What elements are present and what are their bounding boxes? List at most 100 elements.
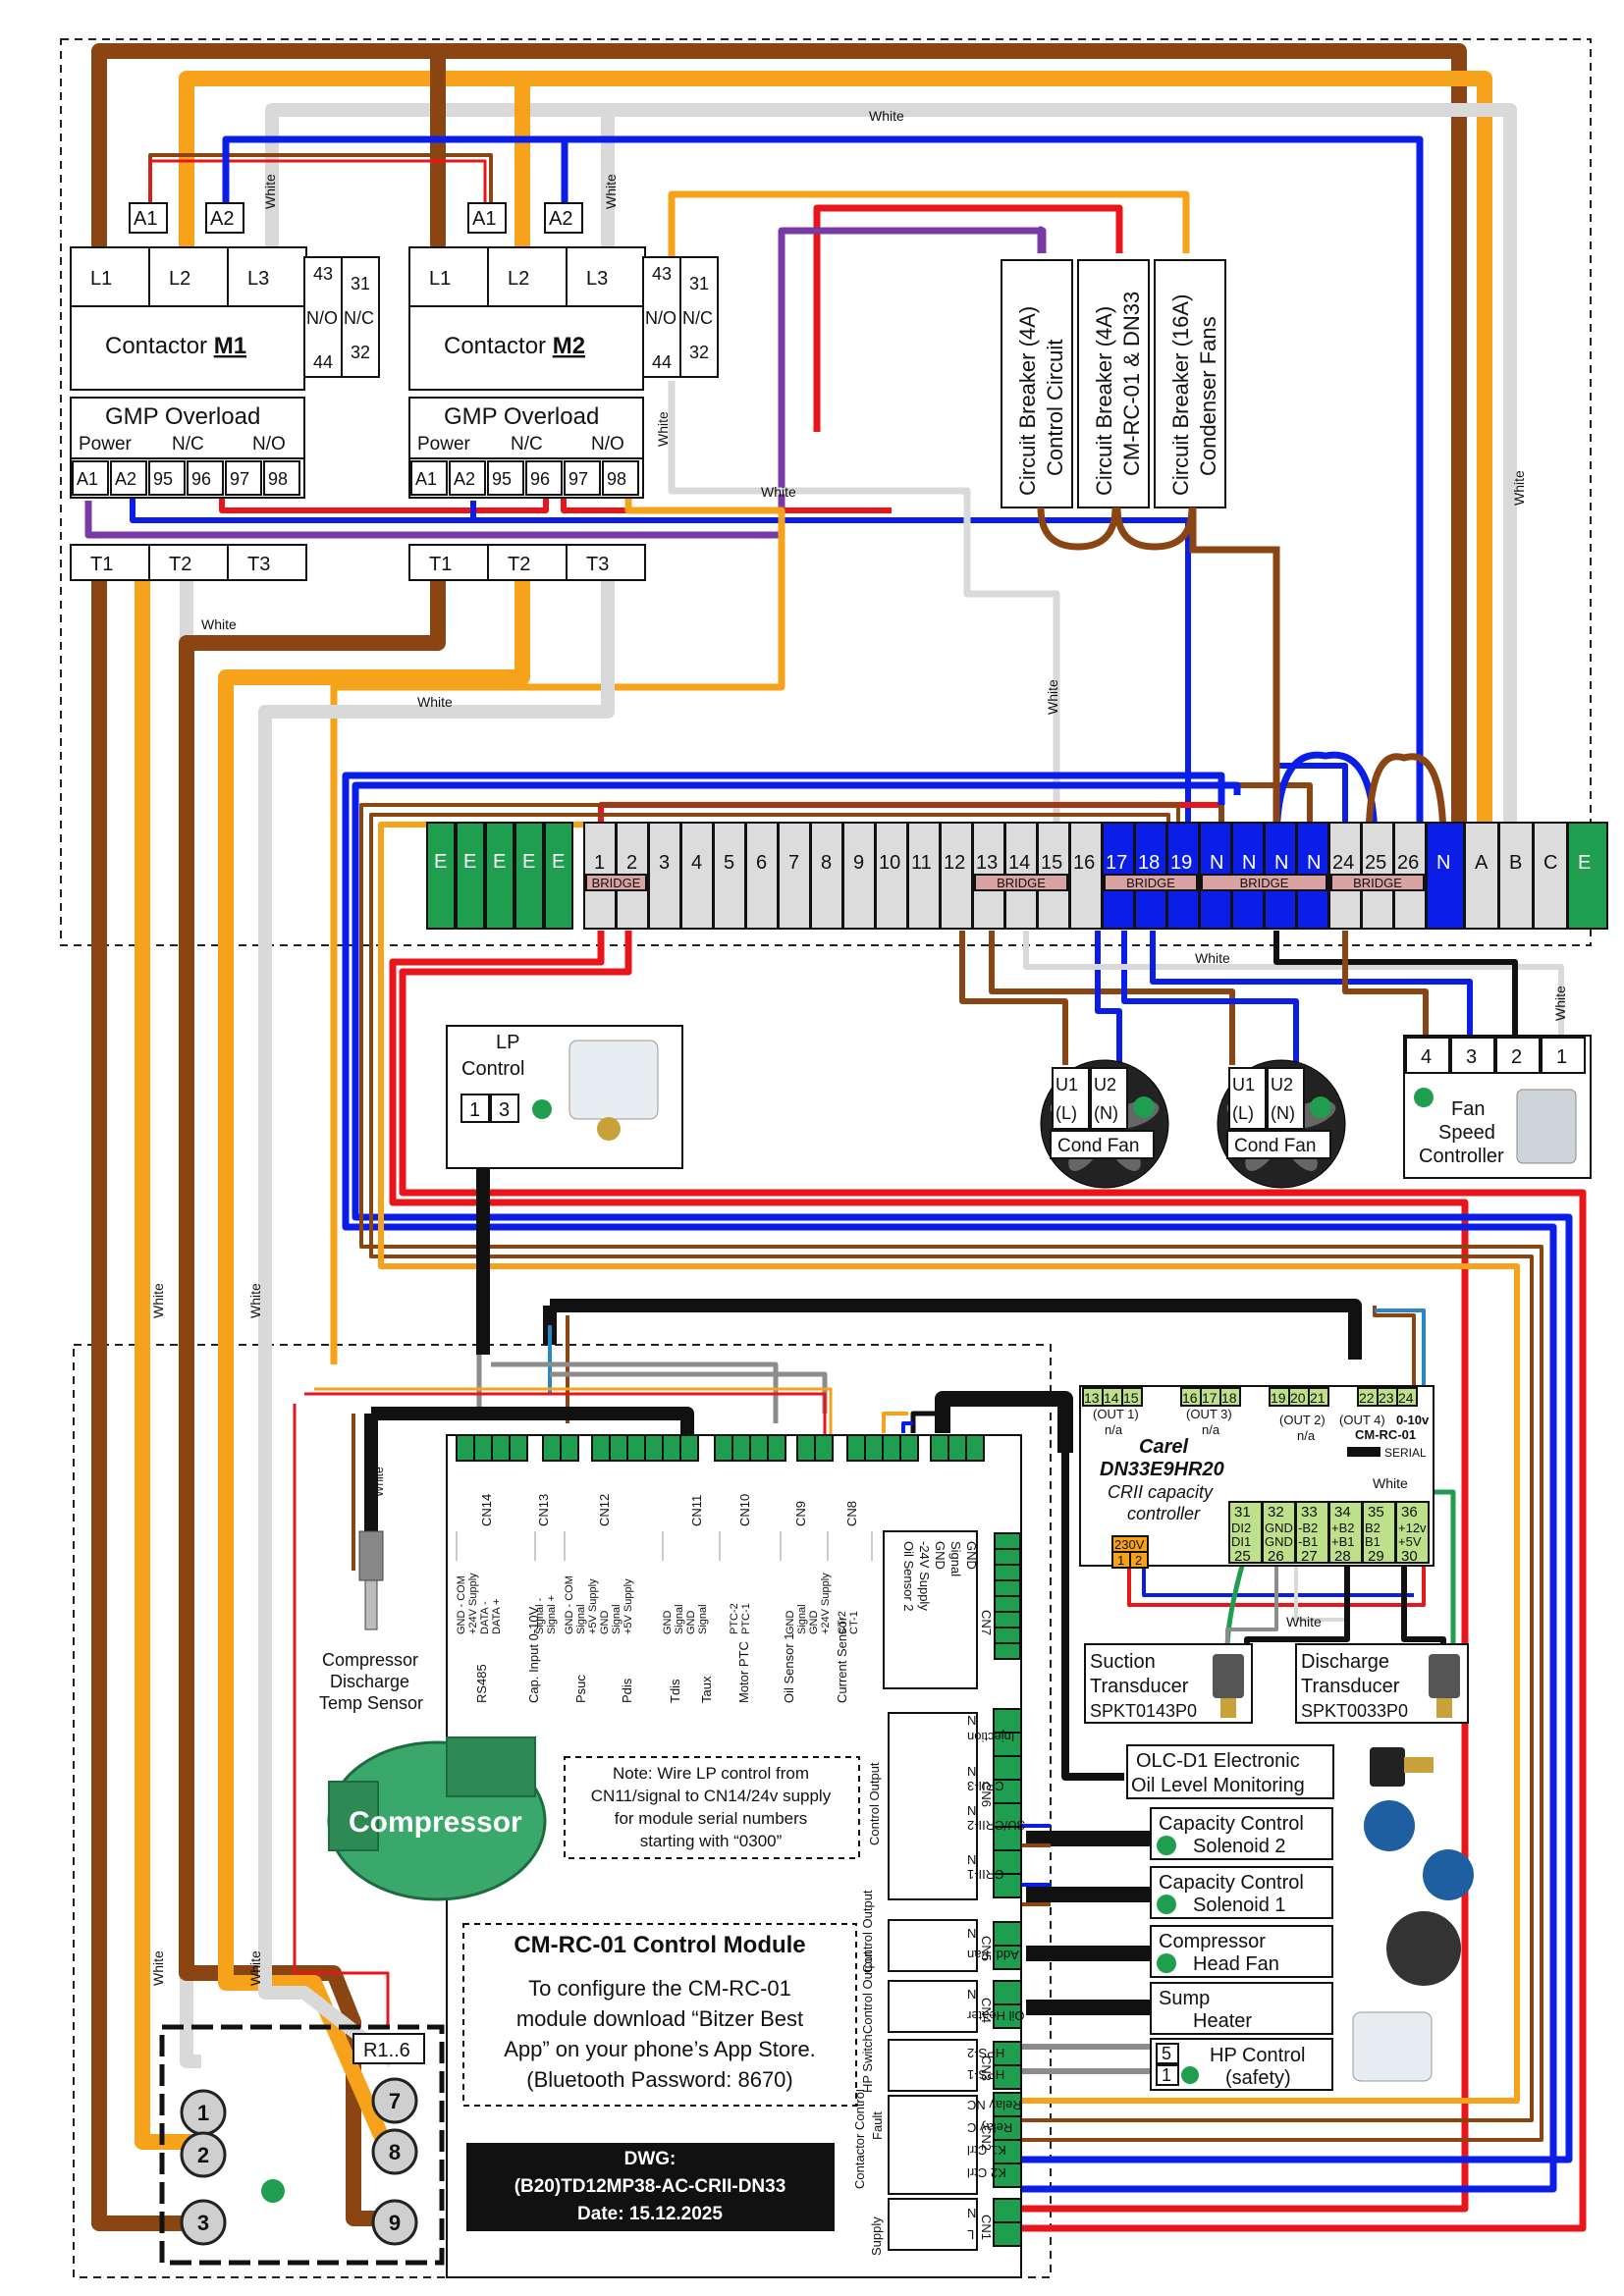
output-label: T1: [429, 554, 452, 575]
terminal-5: 5: [713, 822, 746, 930]
connector-pin: [560, 1434, 579, 1462]
connector-label: CN10: [737, 1494, 752, 1526]
input-label: Tdis: [668, 1679, 682, 1703]
carel-top-terminal-label: 13: [1084, 1390, 1100, 1406]
hp-switch-image: [1352, 2011, 1433, 2082]
lp-note: Note: Wire LP control from CN11/signal t…: [564, 1756, 860, 1859]
overload-body: [408, 397, 644, 459]
fan-u1: U1: [1232, 1075, 1255, 1095]
breaker-rating: Circuit Breaker (4A): [1092, 306, 1116, 496]
connector-pin: [930, 1434, 949, 1462]
carel-grid-bot-num: 27: [1301, 1548, 1318, 1565]
drawing-title-block: DWG: (B20)TD12MP38-AC-CRII-DN33 Date: 15…: [466, 2143, 835, 2231]
oil-level-image: [1370, 1747, 1405, 1787]
aux-nc-label: N/C: [682, 308, 713, 328]
connector-pin: [993, 2163, 1022, 2188]
pin-label: DATA +: [491, 1598, 503, 1634]
wire-label-white: White: [247, 1950, 263, 1986]
discharge-l3: SPKT0033P0: [1301, 1701, 1408, 1721]
carel-grid-top-num: 31: [1234, 1504, 1251, 1521]
pin-label: +24V Supply: [820, 1573, 832, 1634]
coil-terminal: [129, 202, 168, 234]
load-l2: Head Fan: [1193, 1953, 1279, 1975]
carel-grid-bot-num: 26: [1268, 1548, 1284, 1565]
breaker-1: Circuit Breaker (4A)Control Circuit: [1001, 259, 1073, 508]
aux-no-label: N/O: [645, 308, 677, 328]
wire-label-white: White: [247, 1283, 263, 1318]
connector-pin: [993, 2221, 1022, 2247]
module-info: CM-RC-01 Control Module To configure the…: [462, 1923, 857, 2107]
bridge-label: BRIDGE: [1240, 876, 1289, 890]
coil-a2: A2: [210, 208, 234, 230]
orange-wire: [179, 71, 1492, 827]
overload-terminal-label: 98: [607, 469, 626, 489]
carel-desc2: controller: [1127, 1504, 1201, 1523]
terminal-A: A: [1464, 822, 1499, 930]
cond-fan-2: U1(L)U2(N)Cond Fan: [1217, 1059, 1346, 1189]
overload-terminal-label: 98: [268, 469, 288, 489]
head-fan-image: [1386, 1911, 1461, 1986]
overload-terminal-label: A2: [115, 469, 136, 489]
wire-label-white: White: [201, 616, 237, 632]
terminal-block: [1426, 822, 1465, 930]
output-terminal: [566, 544, 646, 581]
connector-pin: [714, 1434, 733, 1462]
dts-l2: Discharge: [330, 1672, 409, 1691]
phase-terminal: [70, 246, 150, 307]
overload-nc: N/C: [511, 434, 543, 454]
connector-pin: [994, 1611, 1021, 1629]
connector-pin: [993, 2115, 1022, 2141]
connector-label: CN4: [979, 1998, 994, 2023]
carel-top-terminal-label: 19: [1271, 1390, 1286, 1406]
bridge: [974, 874, 1068, 891]
fan-label-box: [1050, 1130, 1155, 1159]
carel-top-terminal-label: 24: [1398, 1390, 1414, 1406]
connector-pin: [796, 1434, 816, 1462]
carel-grid-bot-lbl: -B1: [1298, 1534, 1318, 1549]
aux-nc-label: N/C: [344, 308, 374, 328]
coil-terminal: [467, 202, 507, 234]
oil-level-fitting: [1404, 1757, 1434, 1773]
carel-grid-bot-lbl: DI1: [1231, 1534, 1251, 1549]
wire-label-white: White: [1552, 986, 1568, 1021]
carel-code: DN33E9HR20: [1100, 1459, 1224, 1480]
fan-u2: U2: [1094, 1075, 1116, 1095]
junction-terminal: [371, 2128, 418, 2175]
dwg-l3: Date: 15.12.2025: [577, 2204, 723, 2224]
compressor-label: Compressor: [349, 1806, 522, 1839]
terminal-block: [778, 822, 811, 930]
terminal-4: 4: [680, 822, 714, 930]
coil-a1: A1: [472, 208, 496, 230]
terminal-number: 17: [1106, 852, 1127, 874]
cn2-pin-label: K1 Ctrl: [967, 2143, 1006, 2158]
note-l3: for module serial numbers: [615, 1809, 808, 1828]
cn6-pin-label: N: [967, 1852, 976, 1867]
wire-label-white: White: [417, 694, 453, 710]
terminal-N: N: [1426, 822, 1465, 930]
overload-terminal: [225, 460, 262, 496]
carel-serial: SERIAL: [1384, 1446, 1427, 1460]
overload-power: Power: [417, 434, 471, 454]
earth-icon: [1157, 1895, 1176, 1914]
carel-top-terminal-label: 20: [1290, 1390, 1306, 1406]
coil-a2: A2: [549, 208, 572, 230]
earth-label: E: [463, 851, 476, 873]
aux-nc-31: 31: [689, 274, 709, 294]
contactor-name: Contactor M2: [444, 333, 585, 359]
pin-label: PTC-1: [740, 1603, 752, 1634]
pin-label: GND - COM: [456, 1575, 467, 1634]
hp-terminal: [1156, 2043, 1179, 2064]
coil-a1: A1: [134, 208, 157, 230]
output-label: T2: [169, 554, 191, 575]
overload-terminal: [564, 460, 601, 496]
carel-top-terminal: [1219, 1387, 1241, 1407]
carel-grid-top-lbl: DI2: [1231, 1521, 1251, 1535]
terminal-number: 19: [1170, 852, 1192, 874]
overload-terminal-label: 95: [492, 469, 512, 489]
carel-top-terminal-label: 15: [1123, 1390, 1139, 1406]
junction-terminal-label: 1: [197, 2101, 209, 2125]
